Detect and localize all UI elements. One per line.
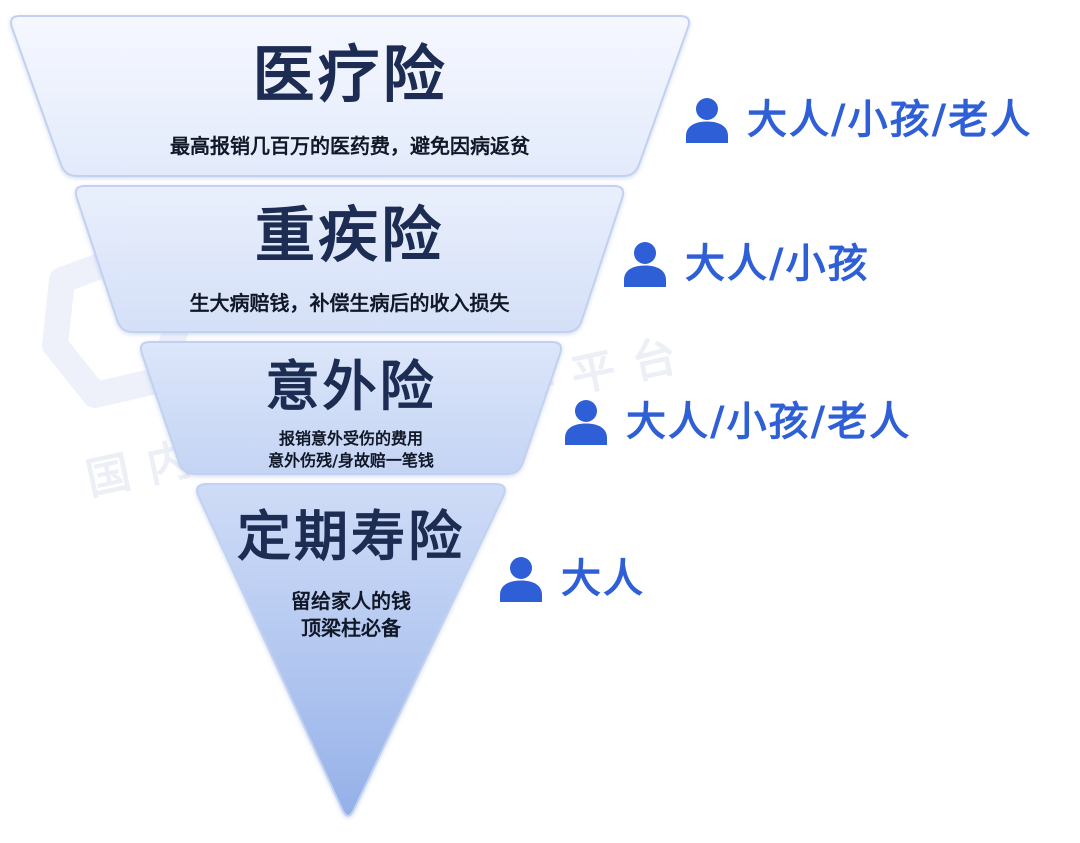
tier-3-description: 报销意外受伤的费用意外伤残/身故赔一笔钱 xyxy=(268,428,434,471)
tier-3-description-line: 报销意外受伤的费用 xyxy=(278,429,424,448)
funnel-tier-2-shape xyxy=(74,185,625,333)
tier-3-title: 意外险 xyxy=(265,355,437,418)
tier-2-description-line: 生大病赔钱，补偿生病后的收入损失 xyxy=(189,291,510,315)
tier-3-description-line: 意外伤残/身故赔一笔钱 xyxy=(268,450,434,470)
tier-3-audience: 大人/小孩/老人 xyxy=(562,398,911,446)
person-icon xyxy=(683,96,731,144)
funnel-tier-4-shape xyxy=(196,483,506,817)
tier-4-description-line: 留给家人的钱 xyxy=(291,589,411,613)
audience-label: 大人 xyxy=(561,556,645,602)
tier-1-description-line: 最高报销几百万的医药费，避免因病返贫 xyxy=(170,134,530,158)
tier-2-title: 重疾险 xyxy=(255,201,444,271)
audience-label: 大人/小孩/老人 xyxy=(626,399,912,445)
audience-label: 大人/小孩 xyxy=(685,241,870,287)
tier-2-description: 生大病赔钱，补偿生病后的收入损失 xyxy=(190,290,510,317)
person-icon xyxy=(562,398,610,446)
person-icon xyxy=(621,240,669,288)
tier-4-description-line: 顶梁柱必备 xyxy=(301,616,401,640)
person-icon xyxy=(497,555,545,603)
funnel-tier-3-shape xyxy=(139,341,563,475)
audience-label: 大人/小孩/老人 xyxy=(747,97,1033,143)
tier-1-description: 最高报销几百万的医药费，避免因病返贫 xyxy=(170,133,530,160)
tier-4-title: 定期寿险 xyxy=(237,505,465,568)
funnel-tier-1-shape xyxy=(10,15,690,177)
tier-1-title: 医疗险 xyxy=(252,38,448,111)
tier-2-audience: 大人/小孩 xyxy=(621,240,870,288)
tier-4-description: 留给家人的钱顶梁柱必备 xyxy=(291,588,411,642)
tier-1-audience: 大人/小孩/老人 xyxy=(683,96,1032,144)
tier-4-audience: 大人 xyxy=(497,555,645,603)
